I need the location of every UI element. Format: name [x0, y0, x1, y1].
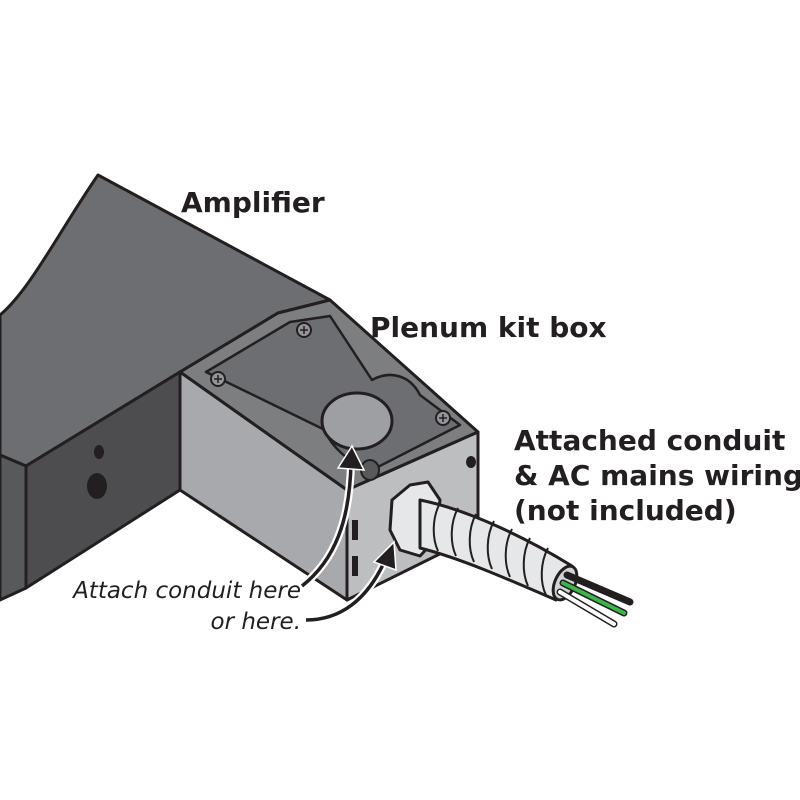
amplifier-label: Amplifier [181, 186, 325, 219]
attach-conduit-label: Attach conduit here or here. [0, 576, 301, 638]
arrow-to-side-knockout [305, 540, 397, 624]
side-knockout-small [466, 456, 476, 468]
conduit-ribs [432, 502, 549, 596]
front-panel-hole-large [87, 473, 107, 499]
conduit-label-line-1: Attached conduit [514, 424, 786, 457]
attach-label-line-2: or here. [210, 609, 301, 635]
screw-icon [435, 410, 451, 426]
conduit-label-line-3: (not included) [514, 494, 737, 527]
top-knockout [320, 391, 394, 451]
attach-label-line-1: Attach conduit here [73, 578, 301, 604]
arrow-to-top-knockout [299, 444, 366, 590]
ac-mains-wires [556, 571, 634, 628]
plenum-kit-box-label: Plenum kit box [370, 311, 607, 344]
conduit-label-line-2: & AC mains wiring [514, 459, 800, 492]
attached-conduit-label: Attached conduit & AC mains wiring (not … [514, 423, 800, 528]
front-panel-hole-small [94, 445, 104, 459]
screw-icon [210, 371, 226, 387]
screw-icon [296, 322, 312, 338]
plenum-box-top-plate [204, 314, 462, 472]
edge-slot [352, 520, 358, 540]
edge-slot [352, 556, 358, 576]
